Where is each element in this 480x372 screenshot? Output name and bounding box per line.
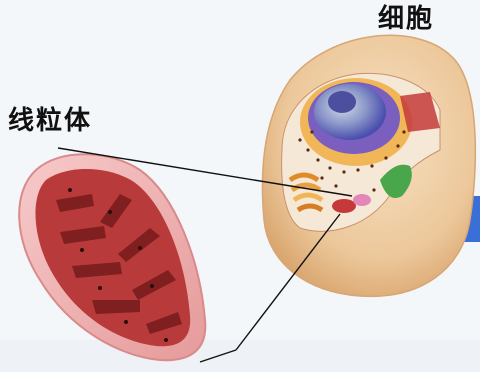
cell-mitochondrion xyxy=(332,199,356,213)
cell xyxy=(262,35,475,296)
nucleolus xyxy=(328,91,356,113)
mitochondrion-label: 线粒体 xyxy=(8,108,92,134)
nucleus xyxy=(314,84,386,140)
vesicle xyxy=(353,194,371,206)
cell-label: 细胞 xyxy=(378,6,434,32)
